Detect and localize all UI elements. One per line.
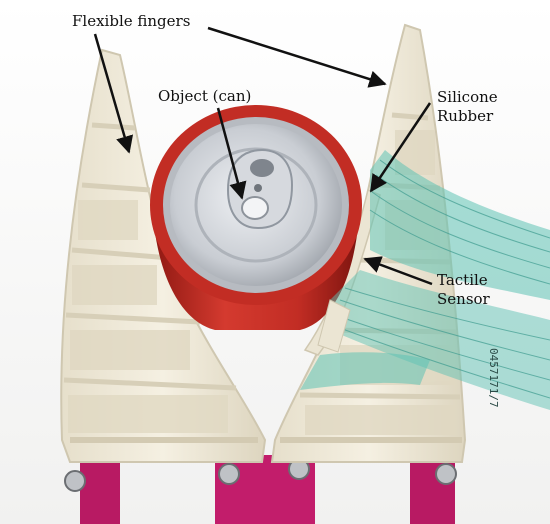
arrow-tactile <box>363 256 433 286</box>
label-tactile-sensor: Tactile Sensor <box>437 271 490 309</box>
arrow-silicone <box>369 102 432 193</box>
cable-print: 0457171/7 <box>487 348 500 408</box>
tactile-sensor-cables: 0457171/7 <box>300 150 550 410</box>
soda-can <box>150 105 362 330</box>
annotation-arrows <box>93 26 433 286</box>
arrow-object <box>216 107 247 200</box>
gripper-base <box>64 455 457 524</box>
arrow-fingers-left <box>93 33 134 154</box>
label-object-text: Object (can) <box>158 87 252 105</box>
label-silicone-line2: Rubber <box>437 107 494 125</box>
label-flexible-fingers-text: Flexible fingers <box>72 12 191 30</box>
label-tactile-line2: Sensor <box>437 290 490 308</box>
label-silicone-rubber: Silicone Rubber <box>437 88 498 126</box>
label-silicone-line1: Silicone <box>437 88 498 106</box>
label-tactile-line1: Tactile <box>437 271 488 289</box>
label-flexible-fingers: Flexible fingers <box>72 12 190 31</box>
label-object: Object (can) <box>158 87 251 106</box>
arrow-fingers-right <box>207 26 387 88</box>
